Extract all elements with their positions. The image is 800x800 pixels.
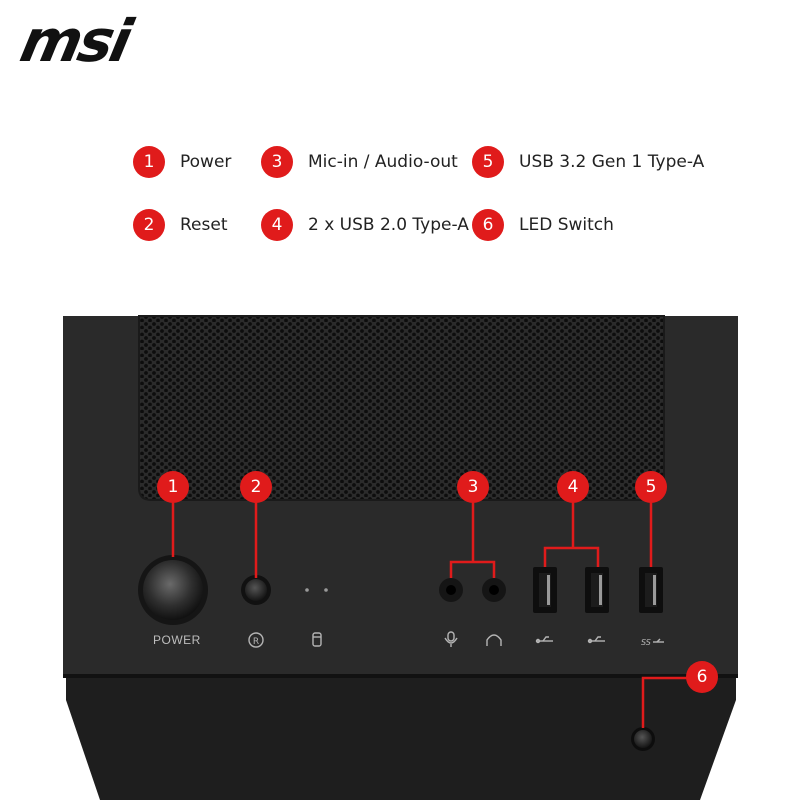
case-front-bevel	[66, 678, 736, 800]
legend-label: Reset	[180, 215, 228, 235]
legend-item-power: 1 Power	[133, 146, 231, 178]
legend-item-usb2: 4 2 x USB 2.0 Type-A	[261, 209, 469, 241]
callout-badge-1: 1	[157, 471, 189, 503]
legend-badge: 5	[472, 146, 504, 178]
led-indicator	[324, 588, 328, 592]
legend-badge: 3	[261, 146, 293, 178]
callout-badge-6: 6	[686, 661, 718, 693]
callout-badge-2: 2	[240, 471, 272, 503]
mesh-panel	[138, 315, 665, 501]
headphone-icon	[486, 634, 502, 646]
microphone-icon	[444, 631, 458, 647]
power-label: POWER	[153, 633, 201, 647]
reset-icon: R	[248, 632, 264, 648]
callout-badge-5: 5	[635, 471, 667, 503]
callout-badge-3: 3	[457, 471, 489, 503]
legend-badge: 4	[261, 209, 293, 241]
svg-text:R: R	[253, 637, 259, 647]
usb-icon	[587, 636, 605, 644]
legend-label: LED Switch	[519, 215, 614, 235]
led-indicator	[305, 588, 309, 592]
legend-badge: 6	[472, 209, 504, 241]
usb-port[interactable]	[639, 567, 663, 613]
legend-badge: 1	[133, 146, 165, 178]
legend-badge: 2	[133, 209, 165, 241]
callout-badge-4: 4	[557, 471, 589, 503]
legend-item-reset: 2 Reset	[133, 209, 228, 241]
usb-superspeed-icon: SS	[641, 638, 664, 647]
callout-lines	[171, 500, 687, 728]
svg-text:SS: SS	[641, 638, 651, 647]
legend-item-audio: 3 Mic-in / Audio-out	[261, 146, 458, 178]
legend-item-usb3: 5 USB 3.2 Gen 1 Type-A	[472, 146, 704, 178]
usb-icon	[535, 636, 553, 644]
legend-item-led: 6 LED Switch	[472, 209, 614, 241]
legend-label: USB 3.2 Gen 1 Type-A	[519, 152, 705, 172]
legend-label: Power	[180, 152, 232, 172]
legend-label: Mic-in / Audio-out	[308, 152, 458, 172]
legend-label: 2 x USB 2.0 Type-A	[308, 215, 469, 235]
hdd-icon	[312, 632, 322, 647]
usb-port[interactable]	[585, 567, 609, 613]
usb-port[interactable]	[533, 567, 557, 613]
